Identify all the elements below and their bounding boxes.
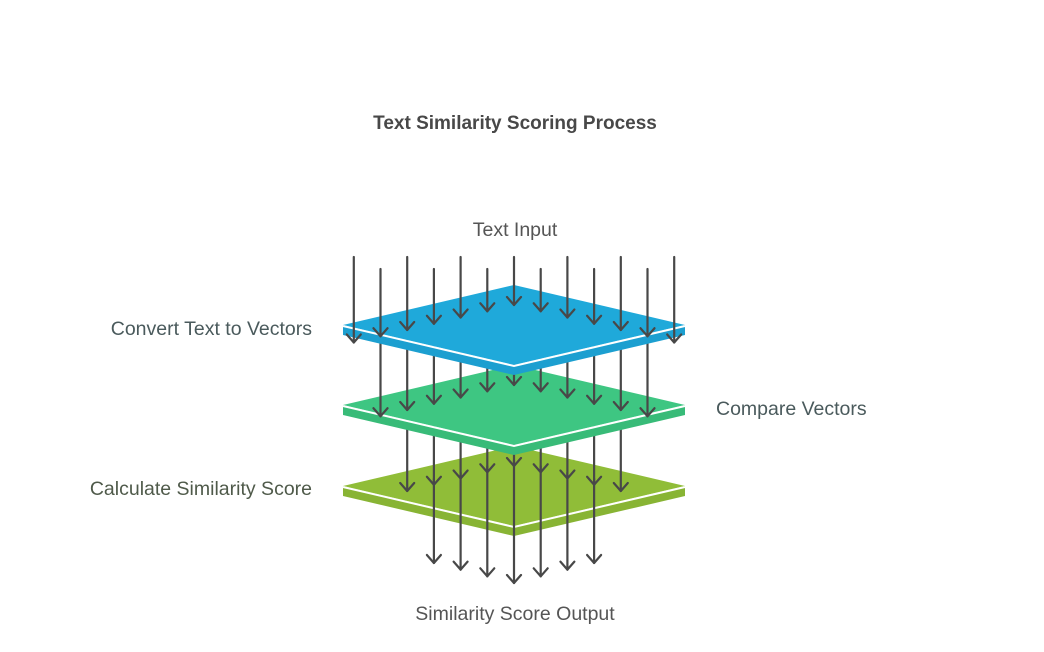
layer-label-convert: Convert Text to Vectors: [110, 318, 312, 340]
down-arrow-icon: [585, 477, 603, 565]
layer-label-compare: Compare Vectors: [716, 398, 867, 420]
down-arrow-icon: [399, 255, 416, 332]
down-arrow-icon: [505, 458, 523, 585]
layer-plane-1: [342, 285, 686, 375]
input-arrows: [345, 255, 683, 344]
down-arrow-icon: [505, 255, 523, 307]
down-arrow-icon: [425, 267, 442, 325]
down-arrow-icon: [532, 267, 549, 313]
down-arrow-icon: [345, 255, 362, 344]
down-arrow-icon: [585, 267, 603, 325]
layer-highlight: [342, 405, 686, 448]
down-arrow-icon: [452, 471, 469, 571]
down-arrow-icon: [452, 255, 469, 319]
layer-plane-2: [342, 365, 686, 455]
output-arrows: [425, 458, 603, 585]
down-arrow-icon: [666, 255, 683, 344]
down-arrow-icon: [532, 465, 549, 578]
down-arrow-icon: [372, 267, 389, 338]
text-input-label: Text Input: [472, 219, 558, 241]
down-arrow-icon: [612, 255, 629, 332]
down-arrow-icon: [639, 329, 656, 418]
down-arrow-icon: [559, 255, 576, 319]
layer-label-calculate: Calculate Similarity Score: [89, 478, 312, 500]
diagram-title: Text Similarity Scoring Process: [373, 113, 657, 134]
down-arrow-icon: [639, 267, 656, 338]
down-arrow-icon: [479, 267, 496, 313]
output-label: Similarity Score Output: [415, 603, 615, 625]
down-arrow-icon: [479, 465, 496, 578]
down-arrow-icon: [425, 477, 442, 565]
layer-highlight: [342, 325, 686, 368]
down-arrow-icon: [372, 329, 389, 418]
down-arrow-icon: [559, 471, 576, 571]
